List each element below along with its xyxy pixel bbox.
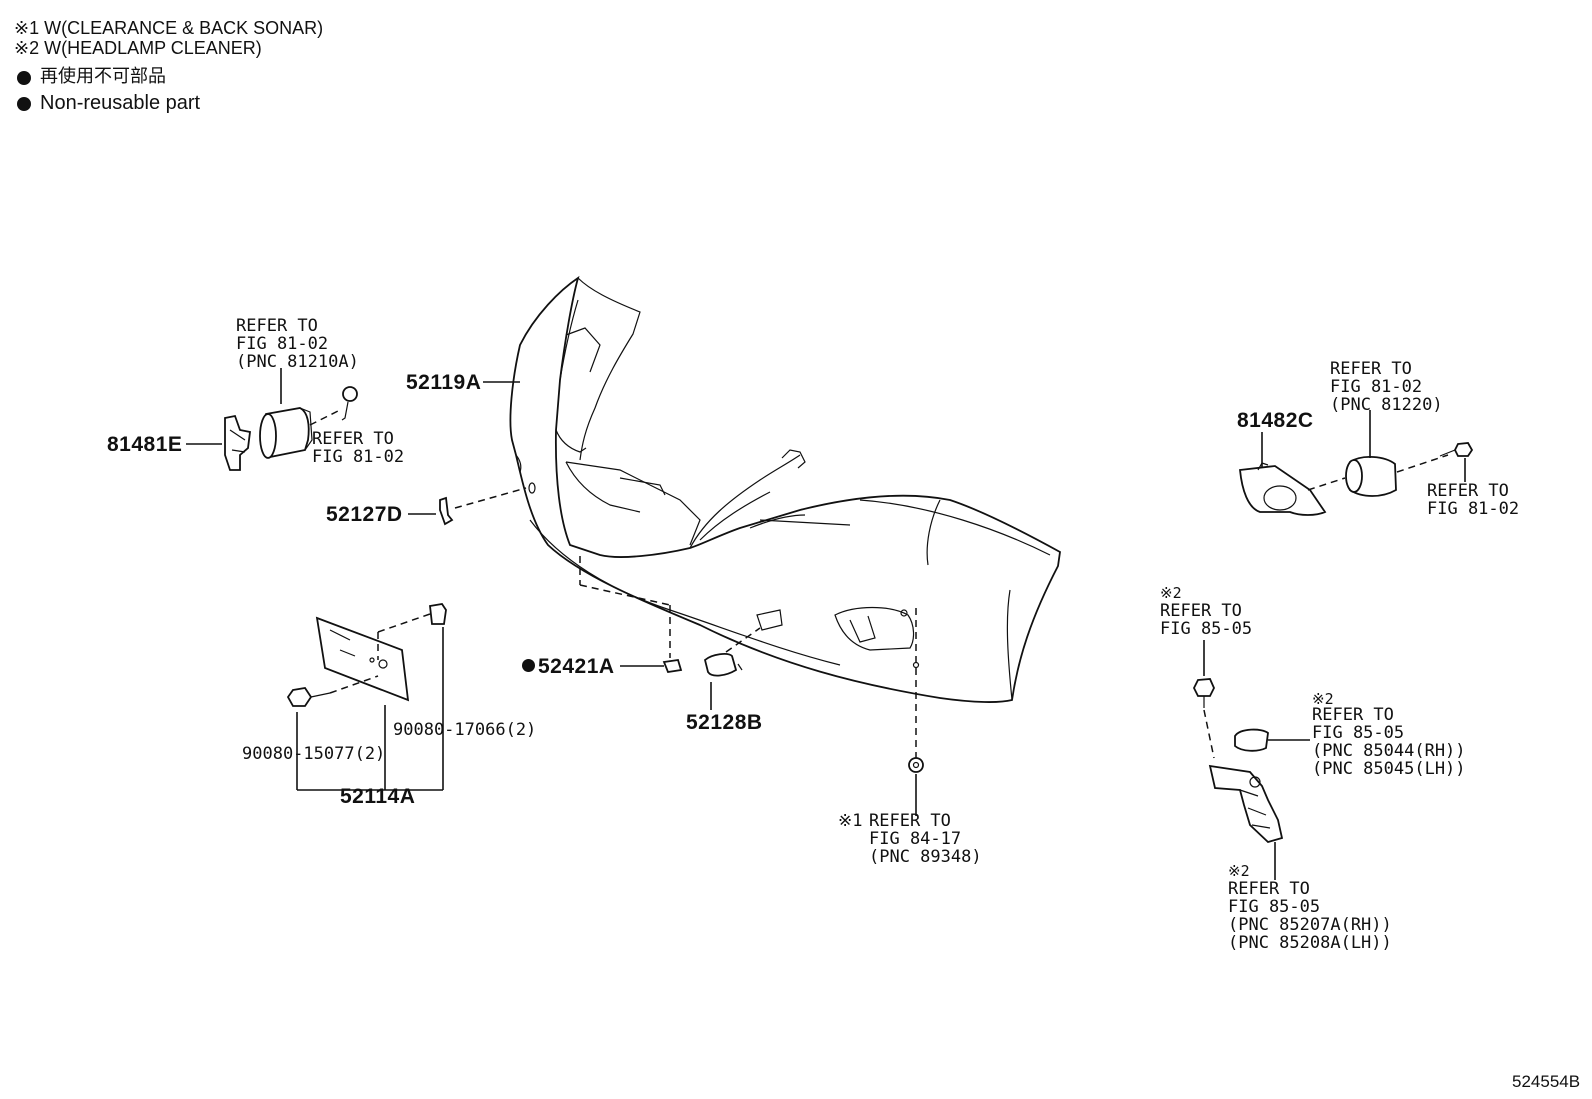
washer-bolt xyxy=(1192,678,1215,708)
clip-52127D xyxy=(439,496,454,526)
figure-id: 524554B xyxy=(1512,1072,1581,1091)
cap-52128B xyxy=(703,653,743,677)
part-90080-15077: 90080-15077(2) xyxy=(242,744,386,764)
part-52127D: 52127D xyxy=(326,503,403,526)
license-plate-bracket-52114A xyxy=(315,616,410,702)
right-fog-lamp xyxy=(1345,456,1397,497)
part-52421A: 52421A xyxy=(522,656,615,678)
ref-line: (PNC 89348) xyxy=(869,847,982,867)
ref-washer-nozzle-mark: ※2 xyxy=(1228,862,1250,880)
clip-90080-17066 xyxy=(429,603,447,625)
part-52119A: 52119A xyxy=(406,371,482,394)
note-2: ※2 W(HEADLAMP CLEANER) xyxy=(14,38,262,58)
ref-line: (PNC 85044(RH)) xyxy=(1312,741,1466,761)
sonar-retainer xyxy=(908,757,924,773)
part-52421A-number: 52421A xyxy=(538,655,615,678)
ref-line: REFER TO xyxy=(236,316,318,336)
ref-line: REFER TO xyxy=(312,429,394,449)
ref-line: REFER TO xyxy=(1160,601,1242,621)
ref-line: FIG 81-02 xyxy=(236,334,329,354)
ref-line: FIG 81-02 xyxy=(1330,377,1423,397)
bolt-90080-15077 xyxy=(286,687,331,707)
non-reusable-bullet-icon xyxy=(17,97,31,111)
ref-line: REFER TO xyxy=(869,811,951,831)
non-reusable-marker-icon xyxy=(522,659,535,672)
ref-line: (PNC 81210A) xyxy=(236,352,359,372)
part-52128B: 52128B xyxy=(686,711,763,734)
ref-washer-cap-mark: ※2 xyxy=(1312,690,1334,708)
ref-line: REFER TO xyxy=(1228,879,1310,899)
ref-line: FIG 84-17 xyxy=(869,829,962,849)
non-reusable-bullet-icon xyxy=(17,71,31,85)
ref-line: FIG 85-05 xyxy=(1228,897,1321,917)
left-lamp-bolt xyxy=(341,386,358,421)
ref-line: FIG 85-05 xyxy=(1160,619,1253,639)
part-52114A: 52114A xyxy=(340,785,416,808)
ref-line: REFER TO xyxy=(1312,705,1394,725)
legend-japanese: 再使用不可部品 xyxy=(40,66,166,86)
left-fog-cover-81481E xyxy=(224,414,251,471)
ref-washer-bolt-mark: ※2 xyxy=(1160,584,1182,602)
part-81481E: 81481E xyxy=(107,433,183,456)
bumper-cover xyxy=(509,275,1061,703)
ref-line: (PNC 85208A(LH)) xyxy=(1228,933,1392,953)
part-81482C: 81482C xyxy=(1237,409,1314,432)
part-90080-17066: 90080-17066(2) xyxy=(393,720,537,740)
washer-nozzle-assembly xyxy=(1208,764,1284,844)
ref-line: (PNC 85045(LH)) xyxy=(1312,759,1466,779)
ref-line: FIG 85-05 xyxy=(1312,723,1405,743)
ref-line: (PNC 85207A(RH)) xyxy=(1228,915,1392,935)
ref-line: FIG 81-02 xyxy=(312,447,405,467)
legend-english: Non-reusable part xyxy=(40,92,201,114)
note-1: ※1 W(CLEARANCE & BACK SONAR) xyxy=(14,18,324,38)
ref-line: FIG 81-02 xyxy=(1427,499,1520,519)
washer-cap xyxy=(1234,728,1269,752)
ref-line: REFER TO xyxy=(1330,359,1412,379)
ref-line: (PNC 81220) xyxy=(1330,395,1443,415)
clip-52421A xyxy=(662,658,683,673)
left-fog-lamp xyxy=(259,407,313,459)
ref-sonar-mark: ※1 xyxy=(838,811,863,831)
ref-line: REFER TO xyxy=(1427,481,1509,501)
right-lamp-bolt xyxy=(1439,442,1474,457)
